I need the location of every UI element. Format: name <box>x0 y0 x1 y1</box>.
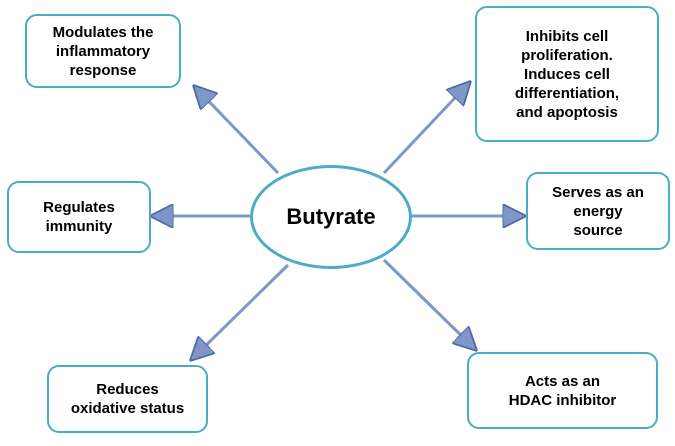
effect-box-immunity: Regulates immunity <box>7 181 151 253</box>
arrow-to-top-right <box>382 84 468 175</box>
effect-box-hdac-inhibitor: Acts as an HDAC inhibitor <box>467 352 658 429</box>
effect-box-energy-source: Serves as an energy source <box>526 172 670 250</box>
effect-box-oxidative-status: Reduces oxidative status <box>47 365 208 433</box>
arrow-to-bottom-left <box>193 263 290 358</box>
effect-box-inflammatory-response: Modulates the inflammatory response <box>25 14 181 88</box>
center-node-butyrate: Butyrate <box>250 165 412 269</box>
arrow-to-top-left <box>196 88 280 175</box>
arrow-to-bottom-right <box>382 258 474 348</box>
effect-box-cell-proliferation: Inhibits cell proliferation. Induces cel… <box>475 6 659 142</box>
